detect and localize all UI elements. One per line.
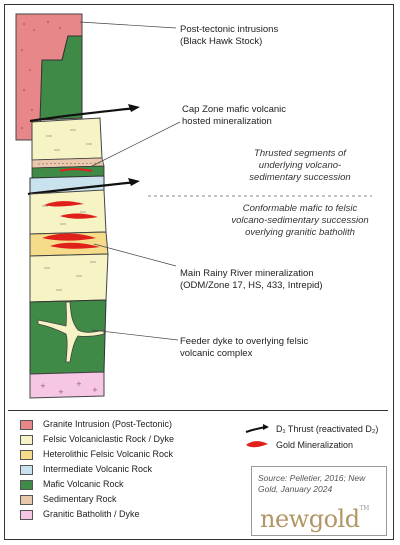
felsic-texture: [42, 129, 96, 291]
thrust-arrow-icon: [245, 424, 269, 433]
legend-label: Mafic Volcanic Rock: [43, 479, 124, 489]
felsic-block-2: [29, 253, 109, 303]
leader-lines: [79, 21, 181, 341]
gold-lens-icon: [246, 441, 268, 448]
svg-text:+: +: [40, 382, 46, 390]
gold-lenses: [42, 201, 100, 249]
legend-item-gold: Gold Mineralization: [244, 439, 353, 451]
cap-zone-felsic: [31, 117, 103, 161]
swatch-mafic: [20, 479, 33, 490]
swatch-intermediate: [20, 464, 33, 475]
feeder-dyke: [37, 301, 105, 363]
swatch-felsic: [20, 434, 33, 445]
thrust-lower: [27, 180, 137, 196]
swatch-heterolithic: [20, 449, 33, 460]
source-text: Source: Pelletier, 2016; New Gold, Janua…: [258, 473, 366, 494]
lower-felsic-block: [29, 189, 107, 235]
logo-tm: TM: [359, 505, 370, 512]
source-box: Source: Pelletier, 2016; New Gold, Janua…: [251, 466, 387, 536]
legend-item-granite: Granite Intrusion (Post-Tectonic): [20, 419, 172, 430]
legend-item-intermediate: Intermediate Volcanic Rock: [20, 464, 152, 475]
newgold-logo: newgoldTM: [260, 505, 369, 533]
logo-text: newgold: [260, 505, 360, 533]
swatch-batholith: [20, 509, 33, 520]
swatch-granite: [20, 419, 33, 430]
label-feeder: Feeder dyke to overlying felsic volcanic…: [180, 336, 309, 359]
granitic-batholith: [29, 371, 105, 399]
batholith-texture: + + + +: [40, 380, 98, 396]
legend-label: Felsic Volcaniclastic Rock / Dyke: [43, 434, 175, 444]
legend-item-heterolithic: Heterolithic Felsic Volcanic Rock: [20, 449, 173, 460]
svg-text:+: +: [76, 380, 82, 388]
granite-texture: [21, 21, 61, 129]
legend-gold-label: Gold Mineralization: [276, 439, 354, 450]
label-cap-zone: Cap Zone mafic volcanic hosted mineraliz…: [182, 104, 287, 127]
thrust-upper: [29, 106, 137, 123]
svg-text:+: +: [92, 386, 98, 394]
label-main-rainy: Main Rainy River mineralization (ODM/Zon…: [180, 268, 323, 291]
legend-thrust-label: D₁ Thrust (reactivated D₂): [276, 423, 379, 434]
legend-label: Heterolithic Felsic Volcanic Rock: [43, 449, 174, 459]
legend-label: Granite Intrusion (Post-Tectonic): [43, 419, 173, 429]
legend: Granite Intrusion (Post-Tectonic) Felsic…: [8, 410, 388, 536]
legend-label: Intermediate Volcanic Rock: [43, 464, 153, 474]
label-post-tectonic: Post-tectonic intrusions (Black Hawk Sto…: [180, 24, 279, 47]
legend-label: Sedimentary Rock: [43, 494, 117, 504]
legend-item-thrust: D₁ Thrust (reactivated D₂): [244, 423, 378, 435]
figure-frame: [4, 4, 394, 540]
stratigraphic-column: + + + +: [15, 13, 372, 399]
svg-text:+: +: [58, 388, 64, 396]
legend-item-batholith: Granitic Batholith / Dyke: [20, 509, 140, 520]
legend-item-felsic: Felsic Volcaniclastic Rock / Dyke: [20, 434, 174, 445]
legend-label: Granitic Batholith / Dyke: [43, 509, 140, 519]
label-conformable: Conformable mafic to felsic volcano-sedi…: [231, 203, 369, 238]
swatch-sedimentary: [20, 494, 33, 505]
legend-item-sedimentary: Sedimentary Rock: [20, 494, 117, 505]
label-thrusted: Thrusted segments of underlying volcano-…: [249, 148, 351, 183]
legend-item-mafic: Mafic Volcanic Rock: [20, 479, 124, 490]
